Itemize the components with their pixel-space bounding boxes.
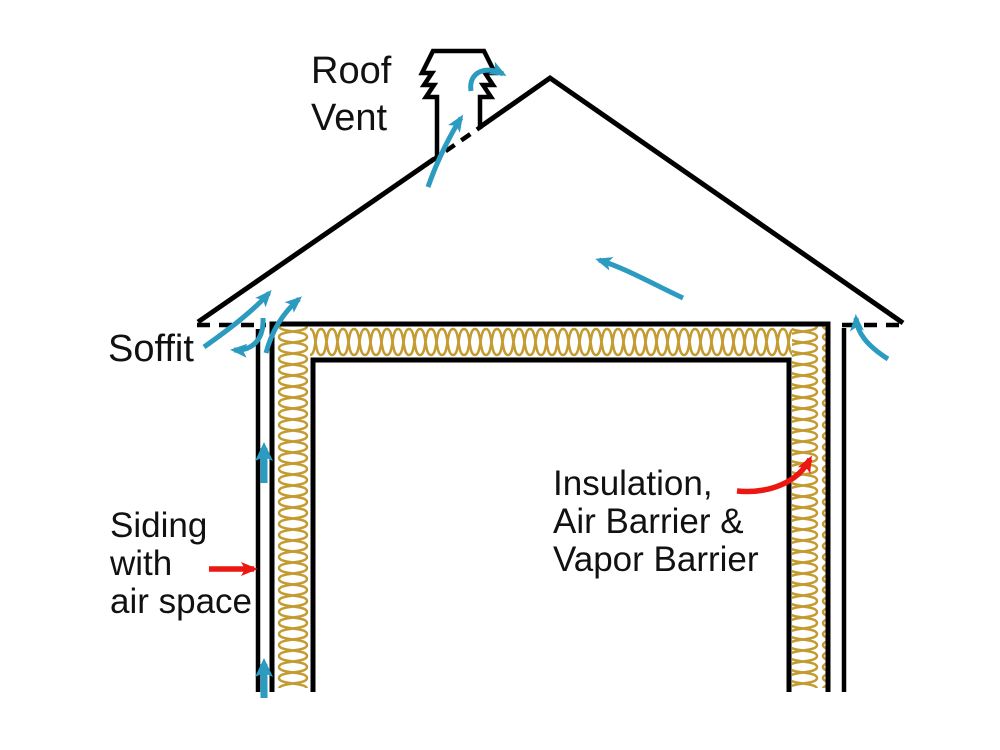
airflow-arrow-left-soffit-up: [263, 296, 303, 354]
roof-right-slope: [478, 74, 905, 326]
siding-label: Siding with air space: [110, 506, 253, 621]
airflow-arrow-left-soffit-hook: [230, 317, 266, 358]
envelope-inner-line: [310, 357, 792, 692]
airflow-arrow-attic: [595, 257, 685, 301]
insulation-label: Insulation, Air Barrier & Vapor Barrier: [553, 464, 759, 579]
left-wall-insulation-batt: [276, 326, 310, 688]
callout-arrow-insulation: [736, 455, 813, 495]
airflow-arrow-vent-interior: [425, 114, 464, 188]
envelope-outer-line: [269, 321, 831, 692]
airflow-arrow-left-soffit-intake: [202, 290, 272, 350]
ceiling-insulation-batt: [310, 326, 792, 358]
roof-vent-icon: [418, 48, 499, 159]
roof-vent-label: Roof Vent: [311, 50, 392, 139]
airflow-arrow-vent-exit: [468, 61, 507, 92]
soffit-label: Soffit: [108, 328, 194, 370]
right-wall-insulation-batt: [792, 326, 826, 688]
roof-left-slope: [196, 156, 436, 325]
airflow-arrow-right-soffit-intake: [849, 314, 890, 362]
